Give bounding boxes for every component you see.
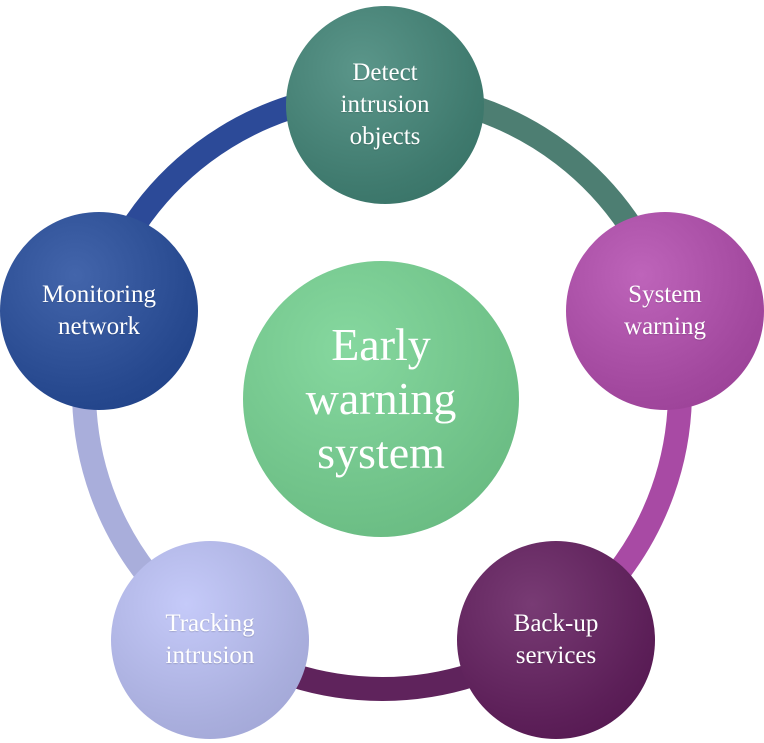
node-back-up-services: Back-up services xyxy=(457,541,655,739)
node-system-warning-label: System warning xyxy=(624,281,706,340)
center-early-warning-system: Early warning system xyxy=(243,261,519,537)
node-monitoring-network: Monitoring network xyxy=(0,212,198,410)
node-monitoring-label: Monitoring network xyxy=(42,281,156,340)
node-tracking-intrusion: Tracking intrusion xyxy=(111,541,309,739)
node-detect-label: Detect intrusion objects xyxy=(340,59,430,150)
center-label: Early warning system xyxy=(305,319,457,478)
node-backup-label: Back-up services xyxy=(513,610,599,669)
node-system-warning: System warning xyxy=(566,212,764,410)
node-tracking-label: Tracking intrusion xyxy=(165,610,255,669)
node-detect-intrusion-objects: Detect intrusion objects xyxy=(286,6,484,204)
